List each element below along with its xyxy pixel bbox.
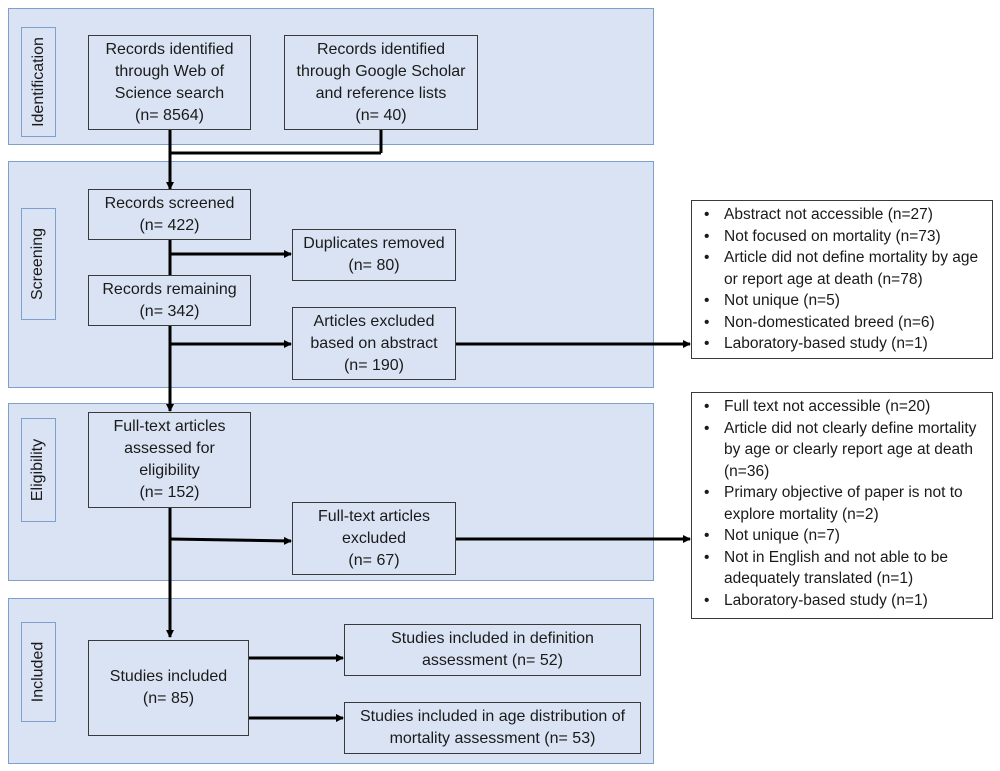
box-line: Full-text articles bbox=[113, 418, 226, 435]
reason-item: Not unique (n=7) bbox=[700, 525, 984, 547]
wos-records-box: Records identified through Web of Scienc… bbox=[88, 35, 251, 130]
reason-item: Full text not accessible (n=20) bbox=[700, 396, 984, 418]
fulltext-exclusion-reasons: Full text not accessible (n=20) Article … bbox=[691, 392, 993, 619]
box-line: (n= 8564) bbox=[135, 106, 204, 124]
reason-item: Not in English and not able to be adequa… bbox=[700, 547, 984, 590]
included-label: Included bbox=[21, 622, 56, 722]
box-line: Studies included in definition bbox=[391, 630, 594, 647]
box-line: mortality assessment (n= 53) bbox=[389, 730, 596, 747]
box-line: (n= 422) bbox=[139, 216, 200, 234]
box-line: (n= 190) bbox=[343, 356, 405, 374]
box-line: Records remaining bbox=[102, 280, 237, 298]
box-line: assessed for bbox=[124, 440, 215, 457]
box-line: Science search bbox=[114, 84, 225, 102]
box-line: Full-text articles bbox=[317, 507, 431, 525]
box-line: (n= 85) bbox=[142, 690, 195, 707]
reason-item: Primary objective of paper is not to exp… bbox=[700, 482, 984, 525]
studies-included-box: Studies included (n= 85) bbox=[88, 640, 249, 736]
box-line: eligibility bbox=[139, 462, 200, 479]
reason-item: Not focused on mortality (n=73) bbox=[700, 226, 984, 248]
box-line: (n= 342) bbox=[139, 302, 200, 320]
definition-assessment-box: Studies included in definition assessmen… bbox=[344, 624, 641, 676]
box-line: (n= 67) bbox=[348, 551, 400, 569]
reason-item: Laboratory-based study (n=1) bbox=[700, 590, 984, 612]
box-line: (n= 80) bbox=[348, 257, 400, 274]
identification-label: Identification bbox=[21, 27, 56, 137]
reason-item: Not unique (n=5) bbox=[700, 290, 984, 312]
screening-label: Screening bbox=[21, 208, 56, 320]
box-line: (n= 152) bbox=[139, 484, 200, 501]
eligibility-label: Eligibility bbox=[21, 418, 56, 522]
records-remaining-box: Records remaining (n= 342) bbox=[88, 275, 251, 326]
box-line: Duplicates removed bbox=[303, 235, 445, 252]
box-line: Studies included bbox=[109, 668, 228, 685]
duplicates-removed-box: Duplicates removed (n= 80) bbox=[292, 229, 456, 281]
box-line: through Google Scholar bbox=[296, 62, 466, 80]
box-line: through Web of bbox=[114, 62, 225, 80]
box-line: Records screened bbox=[104, 194, 235, 212]
box-line: Records identified bbox=[316, 40, 446, 58]
age-distribution-assessment-box: Studies included in age distribution of … bbox=[344, 702, 641, 754]
box-line: assessment (n= 52) bbox=[422, 652, 563, 669]
box-line: Studies included in age distribution of bbox=[359, 708, 626, 725]
box-line: based on abstract bbox=[310, 334, 438, 352]
box-line: excluded bbox=[341, 529, 407, 547]
reason-item: Abstract not accessible (n=27) bbox=[700, 204, 984, 226]
reason-item: Article did not clearly define mortality… bbox=[700, 418, 984, 483]
scholar-records-box: Records identified through Google Schola… bbox=[284, 35, 478, 130]
abstract-excluded-box: Articles excluded based on abstract (n= … bbox=[292, 307, 456, 380]
abstract-exclusion-reasons: Abstract not accessible (n=27) Not focus… bbox=[691, 200, 993, 359]
reason-item: Non-domesticated breed (n=6) bbox=[700, 312, 984, 334]
records-screened-box: Records screened (n= 422) bbox=[88, 189, 251, 240]
reason-item: Laboratory-based study (n=1) bbox=[700, 333, 984, 355]
fulltext-assessed-box: Full-text articles assessed for eligibil… bbox=[88, 412, 251, 508]
box-line: Articles excluded bbox=[313, 312, 435, 330]
box-line: (n= 40) bbox=[355, 106, 407, 124]
reason-item: Article did not define mortality by age … bbox=[700, 247, 984, 290]
fulltext-excluded-box: Full-text articles excluded (n= 67) bbox=[292, 502, 456, 575]
box-line: Records identified bbox=[105, 40, 234, 58]
box-line: and reference lists bbox=[315, 84, 447, 102]
arrow-to-fulltext-excluded bbox=[169, 536, 292, 545]
